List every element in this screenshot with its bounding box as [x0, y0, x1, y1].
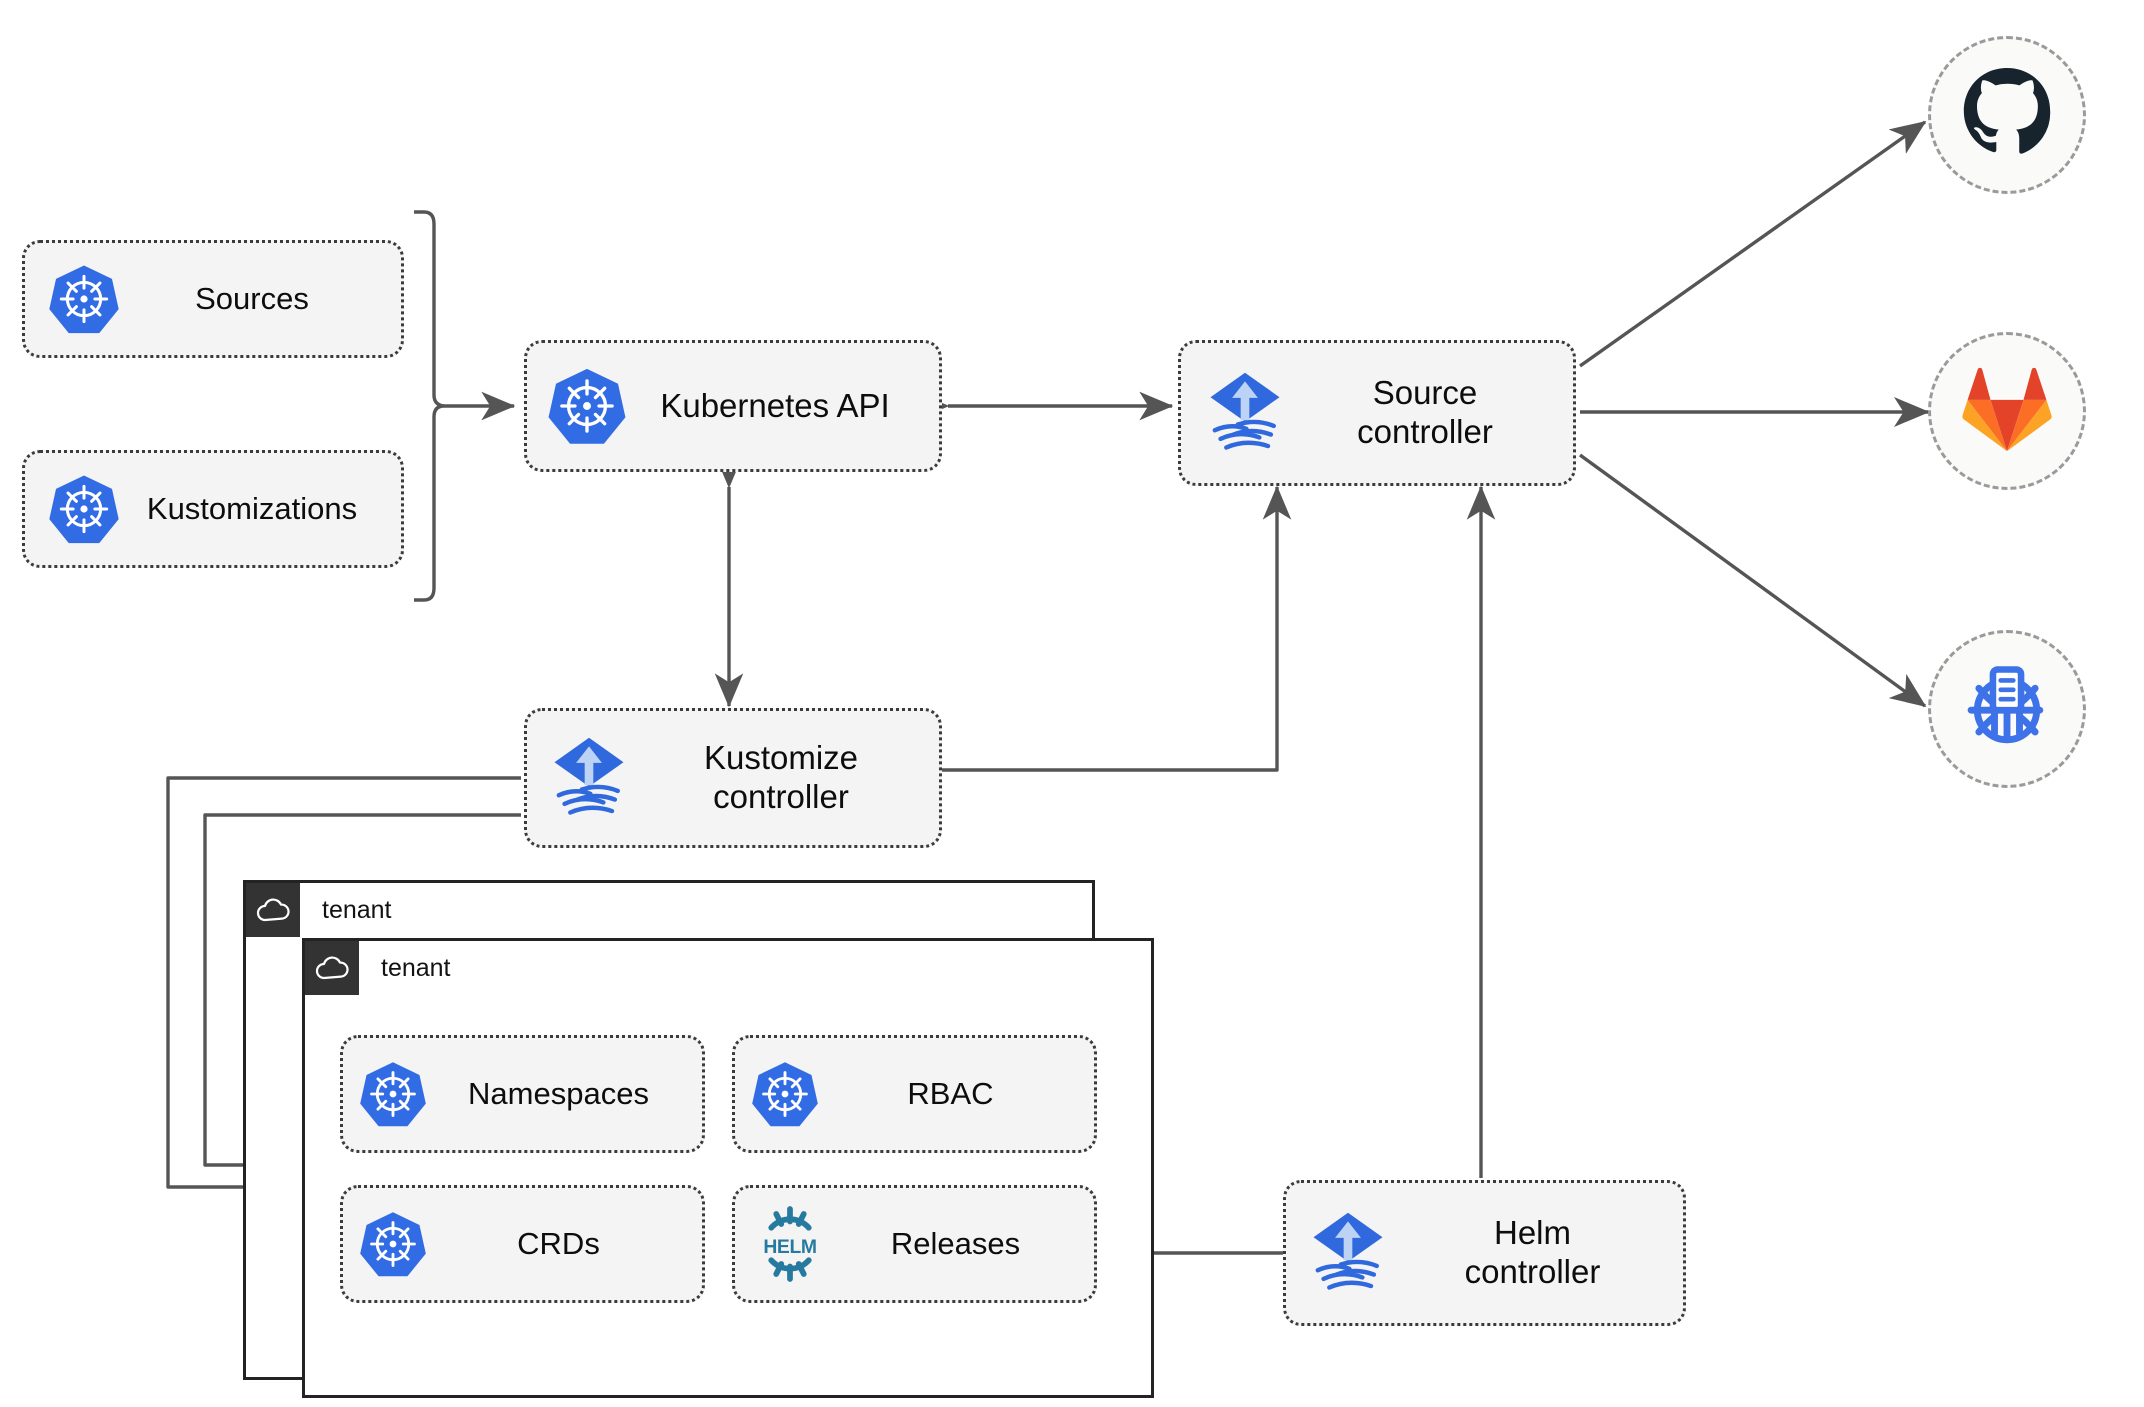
helm-repository-icon — [1957, 657, 2057, 762]
gitlab-icon — [1961, 365, 2053, 458]
tenant-label: tenant — [322, 895, 392, 924]
node-label: Helm controller — [1396, 1214, 1669, 1292]
node-label-line2: controller — [1464, 1253, 1601, 1290]
tenant-header: tenant — [246, 883, 392, 937]
helm-icon: HELM — [749, 1203, 831, 1285]
svg-text:HELM: HELM — [763, 1236, 816, 1258]
tenant-front[interactable]: tenant — [302, 938, 1154, 1398]
flux-icon — [1300, 1205, 1396, 1301]
node-label: Namespaces — [468, 1075, 649, 1111]
node-rbac[interactable]: RBAC — [732, 1035, 1097, 1153]
node-crds[interactable]: CRDs — [340, 1185, 705, 1303]
node-releases[interactable]: HELM Releases — [732, 1185, 1097, 1303]
repo-github[interactable] — [1928, 36, 2086, 194]
github-icon — [1960, 66, 2054, 165]
node-source-controller[interactable]: Source controller — [1178, 340, 1576, 486]
node-label: Kubernetes API — [660, 386, 890, 424]
node-kustomize-controller[interactable]: Kustomize controller — [524, 708, 942, 848]
kubernetes-icon — [357, 1058, 429, 1130]
node-helm-controller[interactable]: Helm controller — [1283, 1180, 1686, 1326]
repo-gitlab[interactable] — [1928, 332, 2086, 490]
kubernetes-icon — [45, 260, 123, 338]
node-label-line1: Helm — [1493, 1214, 1571, 1252]
node-label-line2: controller — [713, 778, 849, 815]
node-label: Source controller — [1293, 374, 1557, 452]
node-sources[interactable]: Sources — [22, 240, 404, 358]
node-label-line1: Kustomize — [703, 739, 859, 777]
node-namespaces[interactable]: Namespaces — [340, 1035, 705, 1153]
node-kubernetes-api[interactable]: Kubernetes API — [524, 340, 942, 472]
tenant-label: tenant — [381, 953, 451, 982]
node-label-line1: Source — [1372, 374, 1478, 412]
cloud-icon — [305, 941, 359, 995]
repo-helm-repository[interactable] — [1928, 630, 2086, 788]
node-label: Kustomize controller — [637, 739, 925, 817]
kubernetes-icon — [357, 1208, 429, 1280]
cloud-icon — [246, 883, 300, 937]
node-label-line2: controller — [1357, 413, 1493, 450]
kubernetes-icon — [45, 470, 123, 548]
kubernetes-icon — [545, 364, 629, 448]
node-label: RBAC — [907, 1075, 994, 1111]
node-label: Kustomizations — [146, 490, 358, 526]
node-label: Releases — [890, 1225, 1021, 1261]
node-label: Sources — [195, 280, 309, 316]
node-kustomizations[interactable]: Kustomizations — [22, 450, 404, 568]
node-label: CRDs — [517, 1225, 600, 1261]
tenant-header: tenant — [305, 941, 451, 995]
flux-icon — [1197, 365, 1293, 461]
flux-icon — [541, 730, 637, 826]
kubernetes-icon — [749, 1058, 821, 1130]
